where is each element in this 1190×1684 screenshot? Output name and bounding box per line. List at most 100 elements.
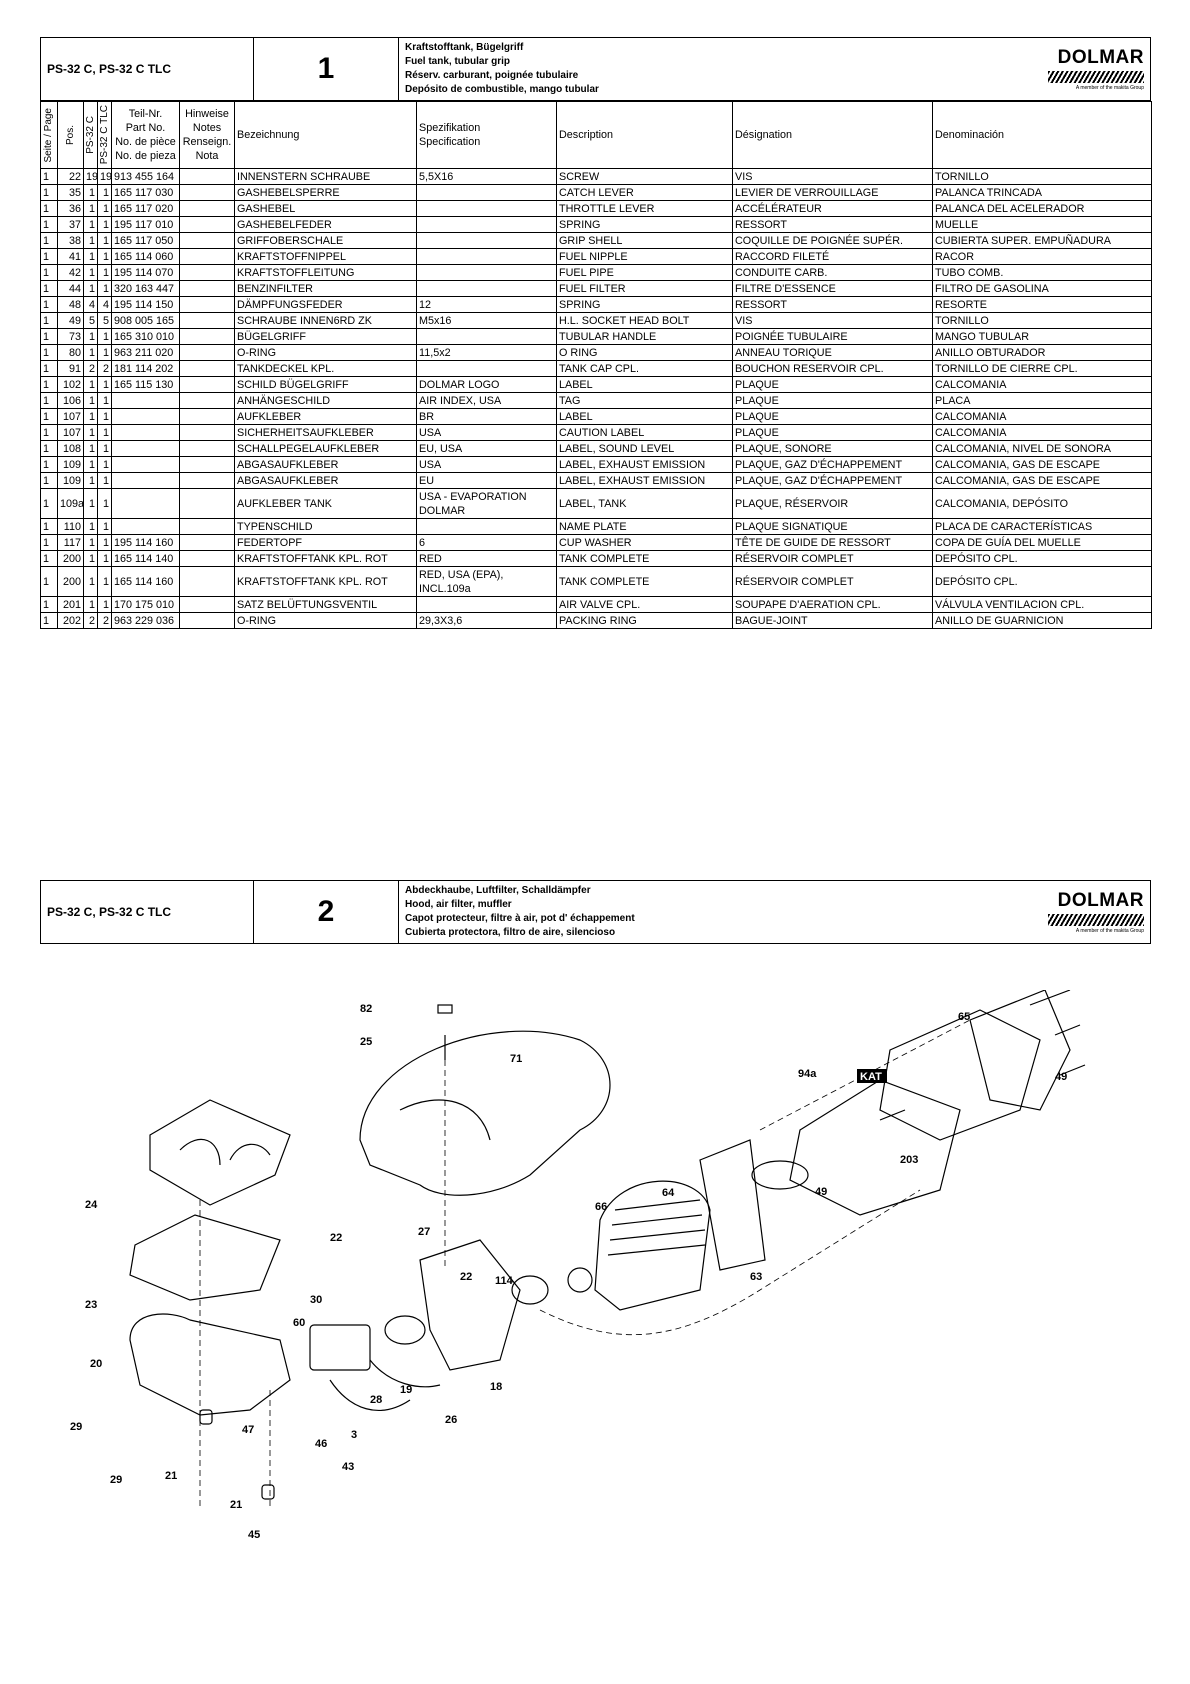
callout-KAT: KAT bbox=[860, 1071, 882, 1083]
cell-spec: EU bbox=[416, 472, 557, 489]
cell-qty-ps32ctlc: 1 bbox=[97, 232, 112, 249]
section-number: 2 bbox=[254, 881, 399, 943]
callout-21: 21 bbox=[230, 1499, 242, 1511]
cell-part-no bbox=[111, 518, 180, 535]
muffler-shield bbox=[969, 990, 1071, 1111]
cell-qty-ps32c: 1 bbox=[83, 280, 98, 297]
cell-qty-ps32ctlc: 1 bbox=[97, 408, 112, 425]
cell-notes bbox=[179, 472, 235, 489]
cell-pos: 73 bbox=[57, 328, 84, 345]
cell-part-no: 913 455 164 bbox=[111, 168, 180, 185]
table-header-row: Seite / Page Pos. PS-32 C PS-32 C TLC Te… bbox=[40, 101, 1152, 169]
cell-qty-ps32ctlc: 1 bbox=[97, 216, 112, 233]
cell-page: 1 bbox=[40, 566, 58, 597]
cell-pos: 110 bbox=[57, 518, 84, 535]
cell-qty-ps32c: 1 bbox=[83, 440, 98, 457]
callout-64: 64 bbox=[662, 1187, 675, 1199]
cell-qty-ps32c: 1 bbox=[83, 328, 98, 345]
cell-qty-ps32c: 1 bbox=[83, 184, 98, 201]
filter-housing bbox=[129, 1313, 291, 1416]
cell-qty-ps32ctlc: 5 bbox=[97, 312, 112, 329]
air-filter-frame bbox=[149, 1099, 291, 1206]
cell-bezeichnung: INNENSTERN SCHRAUBE bbox=[234, 168, 417, 185]
cell-pos: 202 bbox=[57, 612, 84, 629]
cell-spec: AIR INDEX, USA bbox=[416, 392, 557, 409]
cell-page: 1 bbox=[40, 360, 58, 377]
cell-pos: 38 bbox=[57, 232, 84, 249]
cell-denominacion: CALCOMANIA bbox=[932, 408, 1152, 425]
cell-pos: 41 bbox=[57, 248, 84, 265]
cell-qty-ps32ctlc: 1 bbox=[97, 376, 112, 393]
cell-designation: RESSORT bbox=[732, 296, 933, 313]
header-designation: Désignation bbox=[732, 101, 933, 169]
air-filter-mesh bbox=[179, 1138, 271, 1166]
cell-notes bbox=[179, 596, 235, 613]
cell-notes bbox=[179, 184, 235, 201]
section-1-header: PS-32 C, PS-32 C TLC 1 Kraftstofftank, B… bbox=[40, 37, 1151, 101]
cell-spec: 29,3X3,6 bbox=[416, 612, 557, 629]
cell-page: 1 bbox=[40, 280, 58, 297]
cell-pos: 35 bbox=[57, 184, 84, 201]
cell-designation: VIS bbox=[732, 312, 933, 329]
callout-22: 22 bbox=[330, 1232, 342, 1244]
cell-page: 1 bbox=[40, 408, 58, 425]
cell-denominacion: TORNILLO DE CIERRE CPL. bbox=[932, 360, 1152, 377]
cell-bezeichnung: KRAFTSTOFFTANK KPL. ROT bbox=[234, 550, 417, 567]
cell-description: TANK CAP CPL. bbox=[556, 360, 733, 377]
muffler-cover bbox=[879, 1009, 1041, 1141]
cell-pos: 91 bbox=[57, 360, 84, 377]
cell-pos: 109 bbox=[57, 472, 84, 489]
cell-page: 1 bbox=[40, 344, 58, 361]
cell-bezeichnung: GRIFFOBERSCHALE bbox=[234, 232, 417, 249]
cell-bezeichnung: ANHÄNGESCHILD bbox=[234, 392, 417, 409]
callout-49: 49 bbox=[815, 1186, 827, 1198]
cell-description: AIR VALVE CPL. bbox=[556, 596, 733, 613]
cup-part bbox=[199, 1409, 213, 1425]
callout-49: 49 bbox=[1055, 1071, 1067, 1083]
section-2-header: PS-32 C, PS-32 C TLC 2 Abdeckhaube, Luft… bbox=[40, 880, 1151, 944]
title-en: Fuel tank, tubular grip bbox=[405, 56, 511, 67]
cell-spec bbox=[416, 200, 557, 217]
cell-designation: RACCORD FILETÉ bbox=[732, 248, 933, 265]
cell-spec: 12 bbox=[416, 296, 557, 313]
cell-pos: 36 bbox=[57, 200, 84, 217]
cell-qty-ps32c: 5 bbox=[83, 312, 98, 329]
cell-designation: ANNEAU TORIQUE bbox=[732, 344, 933, 361]
cell-spec bbox=[416, 328, 557, 345]
callout-203: 203 bbox=[900, 1154, 918, 1166]
cell-pos: 106 bbox=[57, 392, 84, 409]
cell-qty-ps32ctlc: 1 bbox=[97, 344, 112, 361]
cell-denominacion: TORNILLO bbox=[932, 312, 1152, 329]
cell-denominacion: FILTRO DE GASOLINA bbox=[932, 280, 1152, 297]
cell-spec bbox=[416, 360, 557, 377]
intake-ring bbox=[384, 1315, 426, 1345]
model-name: PS-32 C, PS-32 C TLC bbox=[41, 38, 254, 100]
knob-part bbox=[437, 1004, 453, 1014]
cell-qty-ps32c: 1 bbox=[83, 566, 98, 597]
cell-denominacion: CALCOMANIA bbox=[932, 376, 1152, 393]
cell-part-no: 963 211 020 bbox=[111, 344, 180, 361]
cell-denominacion: CALCOMANIA, GAS DE ESCAPE bbox=[932, 472, 1152, 489]
cell-page: 1 bbox=[40, 232, 58, 249]
cell-qty-ps32ctlc: 1 bbox=[97, 248, 112, 265]
cell-pos: 201 bbox=[57, 596, 84, 613]
cell-denominacion: ANILLO DE GUARNICION bbox=[932, 612, 1152, 629]
cell-page: 1 bbox=[40, 184, 58, 201]
cell-part-no: 170 175 010 bbox=[111, 596, 180, 613]
cell-description: SCREW bbox=[556, 168, 733, 185]
cell-notes bbox=[179, 488, 235, 519]
callout-27: 27 bbox=[418, 1226, 430, 1238]
cell-qty-ps32ctlc: 1 bbox=[97, 328, 112, 345]
callout-66: 66 bbox=[595, 1201, 607, 1213]
cell-description: TANK COMPLETE bbox=[556, 550, 733, 567]
cell-bezeichnung: KRAFTSTOFFLEITUNG bbox=[234, 264, 417, 281]
cell-description: TAG bbox=[556, 392, 733, 409]
cell-qty-ps32c: 4 bbox=[83, 296, 98, 313]
cell-notes bbox=[179, 168, 235, 185]
cell-qty-ps32c: 2 bbox=[83, 612, 98, 629]
